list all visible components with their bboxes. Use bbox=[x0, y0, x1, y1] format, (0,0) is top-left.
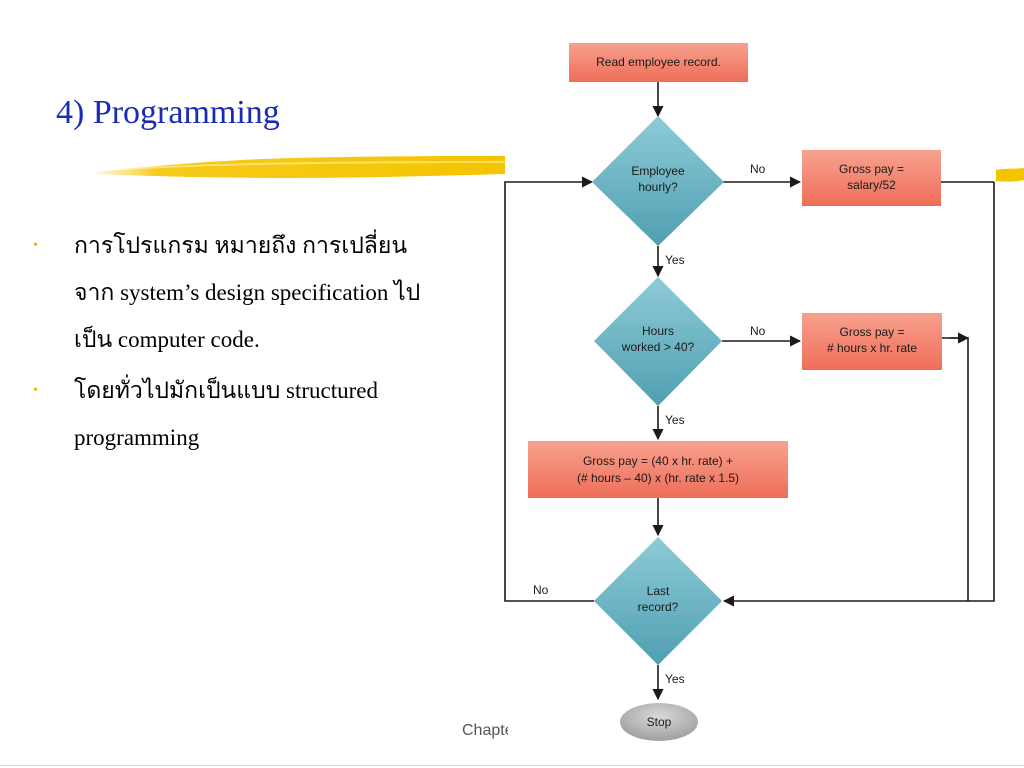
label-yes-hours: Yes bbox=[665, 413, 685, 427]
decision-last-line-1: Last bbox=[647, 584, 670, 598]
decision-hours-worked: Hours worked > 40? bbox=[594, 277, 722, 406]
label-yes-last: Yes bbox=[665, 672, 685, 686]
label-no-hourly: No bbox=[750, 162, 766, 176]
decision-hourly-line-1: Employee bbox=[631, 164, 685, 178]
read-record-label: Read employee record. bbox=[596, 55, 721, 69]
footer-divider bbox=[0, 765, 1024, 766]
decision-employee-hourly: Employee hourly? bbox=[592, 116, 724, 246]
bullet-line: เป็น computer code. bbox=[74, 327, 260, 352]
bullet-dot-icon: • bbox=[33, 238, 38, 253]
decision-hours-line-2: worked > 40? bbox=[621, 340, 695, 354]
label-no-last: No bbox=[533, 583, 549, 597]
hourly-box-line-1: Gross pay = bbox=[839, 325, 904, 339]
slide-title: 4) Programming bbox=[56, 94, 280, 131]
salary-box-line-1: Gross pay = bbox=[839, 162, 904, 176]
decision-hourly-line-2: hourly? bbox=[638, 180, 678, 194]
bullet-item: • การโปรแกรม หมายถึง การเปลี่ยน จาก syst… bbox=[30, 222, 490, 363]
stop-label: Stop bbox=[647, 715, 672, 729]
title-underline-brush bbox=[95, 156, 505, 178]
bullet-dot-icon: • bbox=[33, 383, 38, 398]
flow-connectors bbox=[504, 82, 995, 701]
bullet-line: โดยทั่วไปมักเป็นแบบ structured bbox=[74, 378, 379, 403]
overtime-box-line-2: (# hours – 40) x (hr. rate x 1.5) bbox=[577, 471, 739, 485]
decision-last-line-2: record? bbox=[638, 600, 679, 614]
title-underline-brush-end bbox=[996, 168, 1024, 182]
stop-terminal: Stop bbox=[620, 703, 698, 741]
decision-hours-line-1: Hours bbox=[642, 324, 674, 338]
decision-last-record: Last record? bbox=[594, 537, 722, 665]
bullet-line: การโปรแกรม หมายถึง การเปลี่ยน bbox=[74, 233, 408, 258]
bullet-item: • โดยทั่วไปมักเป็นแบบ structured program… bbox=[30, 367, 490, 461]
bullet-line: programming bbox=[74, 425, 200, 450]
read-record-box: Read employee record. bbox=[569, 43, 748, 82]
label-no-hours: No bbox=[750, 324, 766, 338]
label-yes-hourly: Yes bbox=[665, 253, 685, 267]
footer-chapter-text: Chapter bbox=[462, 722, 508, 739]
overtime-pay-box: Gross pay = (40 x hr. rate) + (# hours –… bbox=[528, 441, 788, 498]
overtime-box-line-1: Gross pay = (40 x hr. rate) + bbox=[583, 454, 733, 468]
hourly-pay-box: Gross pay = # hours x hr. rate bbox=[802, 313, 942, 370]
salary-box-line-2: salary/52 bbox=[847, 178, 896, 192]
bullet-line: จาก system’s design specification ไป bbox=[74, 280, 421, 305]
salary-pay-box: Gross pay = salary/52 bbox=[802, 150, 941, 206]
hourly-box-line-2: # hours x hr. rate bbox=[827, 341, 917, 355]
bullet-list: • การโปรแกรม หมายถึง การเปลี่ยน จาก syst… bbox=[30, 222, 490, 465]
